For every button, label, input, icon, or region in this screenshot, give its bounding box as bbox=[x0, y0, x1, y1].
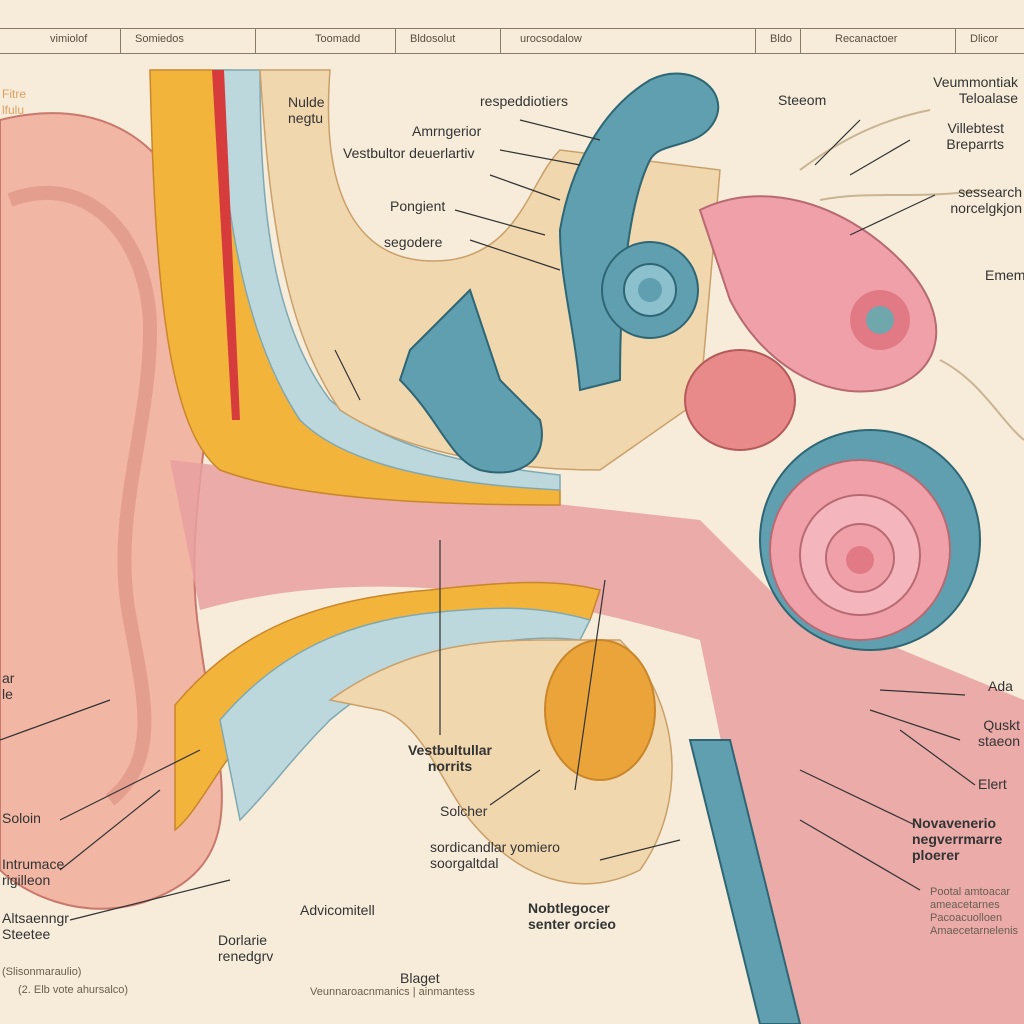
header-cell: Dlicor bbox=[970, 33, 999, 45]
label-vestbultor: Vestbultor deuerlartiv bbox=[343, 145, 475, 161]
label-dorlarie: Dorlarie renedgrv bbox=[218, 932, 274, 964]
label-steeom: Steeom bbox=[778, 92, 827, 108]
header-cell: Bldo bbox=[770, 33, 793, 45]
label-solcher: Solcher bbox=[440, 803, 488, 819]
upper-red-vessel bbox=[212, 70, 240, 420]
label-right-notes: Pootal amtoacar ameacetarnes Pacoacuollo… bbox=[930, 886, 1019, 937]
eustachian-tube bbox=[688, 739, 802, 1024]
label-bottom-center: Veunnaroacnmanics | ainmantess bbox=[310, 986, 475, 998]
label-emem: Emem bbox=[985, 267, 1024, 283]
label-segodere: segodere bbox=[384, 234, 443, 250]
label-novavenerio: Novavenerio negverrmarre ploerer bbox=[912, 815, 1003, 863]
label-sordicandlar: sordicandlar yomiero soorgaltdal bbox=[430, 839, 560, 871]
label-intrumace: Intrumace rigilleon bbox=[2, 856, 65, 888]
header-cell: Bldosolut bbox=[410, 33, 456, 45]
label-altsaenngr: Altsaenngr Steetee bbox=[2, 910, 69, 942]
label-respeddiotiers: respeddiotiers bbox=[480, 93, 568, 109]
vestibule bbox=[684, 349, 796, 451]
header-cell: urocsodalow bbox=[520, 33, 582, 45]
label-ada: Ada bbox=[988, 678, 1013, 694]
label-veummontiak: Veummontiak Teloalase bbox=[933, 74, 1018, 106]
label-sessearch: sessearch norcelgkjon bbox=[950, 184, 1022, 216]
semicircular-tube bbox=[558, 72, 720, 392]
header-divider bbox=[755, 29, 756, 53]
label-left-bottom-2: (2. Elb vote ahursalco) bbox=[18, 984, 129, 996]
label-elert: Elert bbox=[978, 776, 1007, 792]
label-pongient: Pongient bbox=[390, 198, 446, 214]
label-left-faint: Fitre lfulu bbox=[2, 87, 26, 117]
header-divider bbox=[395, 29, 396, 53]
header-divider bbox=[255, 29, 256, 53]
header-divider bbox=[955, 29, 956, 53]
label-amrngerior: Amrngerior bbox=[412, 123, 482, 139]
label-vestbultullar: Vestbultullar norrits bbox=[407, 742, 493, 774]
header-divider bbox=[800, 29, 801, 53]
header-cell: Somiedos bbox=[135, 33, 184, 45]
yellow-cavity bbox=[544, 639, 656, 781]
label-left-bottom-1: (Slisonmaraulio) bbox=[2, 966, 82, 978]
auricle-fold bbox=[7, 186, 158, 806]
label-left-ar: ar le bbox=[2, 670, 15, 702]
label-nulde: Nulde negtu bbox=[288, 94, 325, 126]
label-advicomitell: Advicomitell bbox=[300, 902, 375, 918]
header-cell: Toomadd bbox=[315, 33, 361, 45]
label-villebtest: Villebtest Breparrts bbox=[946, 120, 1004, 152]
header-cell: Recanactoer bbox=[835, 33, 898, 45]
header-divider bbox=[500, 29, 501, 53]
label-nobtlegocer: Nobtlegocer senter orcieo bbox=[528, 900, 616, 932]
header-divider bbox=[120, 29, 121, 53]
label-quskt: Quskt staeon bbox=[977, 717, 1020, 749]
label-soloin: Soloin bbox=[2, 810, 41, 826]
header-row: vimiolof Somiedos Toomadd Bldosolut uroc… bbox=[0, 28, 1024, 54]
upper-blue-layer bbox=[214, 69, 561, 491]
ossicle bbox=[398, 288, 543, 474]
header-cell: vimiolof bbox=[50, 33, 88, 45]
label-blaget: Blaget bbox=[400, 970, 440, 986]
